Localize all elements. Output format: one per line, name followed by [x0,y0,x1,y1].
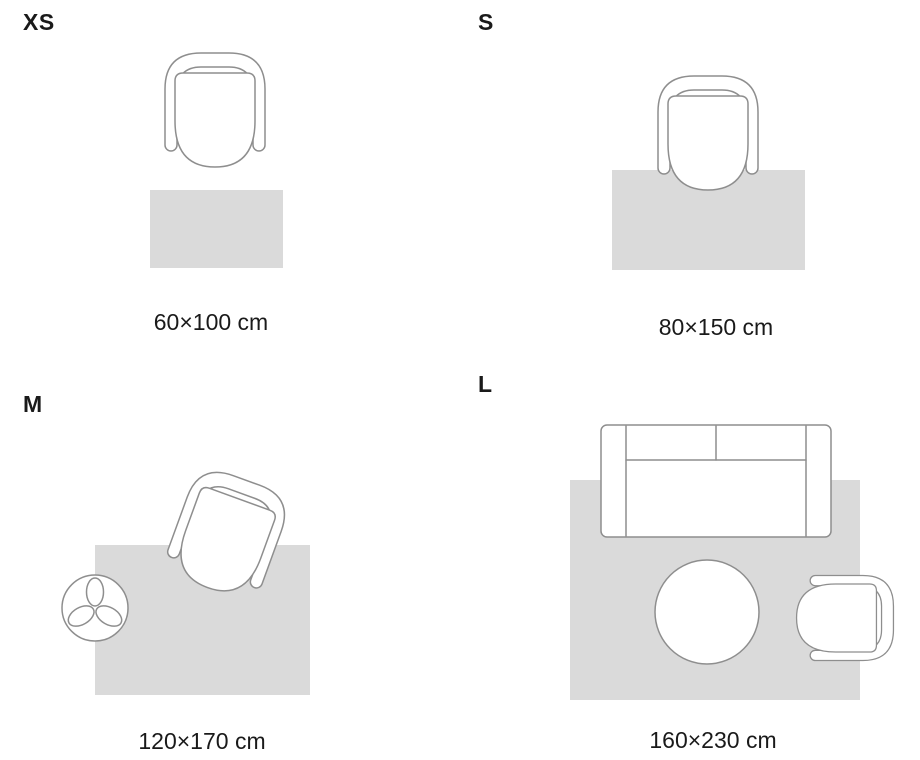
size-label-l: L [478,371,493,397]
dimension-label-m: 120×170 cm [138,728,265,754]
plant-icon [61,574,129,642]
sofa-icon [600,424,832,538]
coffee-table-icon [654,559,760,665]
size-card-l: L 160×230 cm [478,371,895,753]
sofa-icon [600,424,832,538]
size-label-s: S [478,9,494,35]
plant-icon [61,574,129,642]
armchair-icon [164,52,266,168]
dimension-label-s: 80×150 cm [659,314,773,340]
dimension-label-l: 160×230 cm [649,727,776,753]
size-card-s: S 80×150 cm [478,9,805,340]
size-card-xs: XS 60×100 cm [23,9,283,335]
dimension-label-xs: 60×100 cm [154,309,268,335]
rug-xs [150,190,283,268]
size-label-xs: XS [23,9,55,35]
size-label-m: M [23,391,43,417]
coffee-table-icon [654,559,760,665]
size-card-m: M 120×170 cm [23,391,310,754]
armchair-icon [164,52,266,168]
